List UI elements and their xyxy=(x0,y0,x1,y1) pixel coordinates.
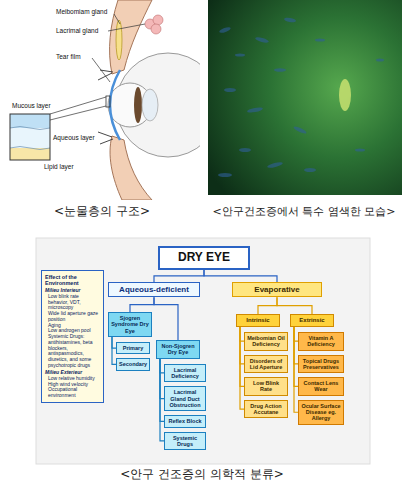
part-label: Mucous layer xyxy=(12,102,51,109)
tree-connector xyxy=(277,297,312,314)
box-heading: Meibomian Oil Deficiency xyxy=(247,335,285,348)
cause-box: Vitamin A Deficiency xyxy=(298,332,344,351)
part-label: Tear film xyxy=(56,53,81,60)
stain-speckles xyxy=(218,17,384,177)
box-heading: Low Blink Rate xyxy=(247,380,285,393)
box-heading: Systemic Drugs xyxy=(167,435,203,448)
cause-box: Drug Action Accutane xyxy=(244,400,288,419)
tear-film-inset xyxy=(10,96,110,160)
upper-eyelid xyxy=(110,0,152,74)
figure-caption: <눈물층의 구조> xyxy=(8,205,196,219)
box-heading: Vitamin A Deficiency xyxy=(301,335,341,348)
cause-box: Systemic Drugs xyxy=(164,432,206,451)
part-label: Aqueous layer xyxy=(53,134,95,141)
root-box: DRY EYE xyxy=(158,246,250,270)
subtype-box: Extrinsic xyxy=(290,314,334,327)
lacrimal-gland xyxy=(145,15,163,34)
box-heading: Drug Action Accutane xyxy=(247,403,285,416)
subtype-box: Intrinsic xyxy=(236,314,280,327)
box-heading: Disorders of Lid Aperture xyxy=(247,358,285,371)
lipid-band xyxy=(10,148,50,160)
box-heading: Sjogren Syndrome Dry Eye xyxy=(111,315,149,334)
cause-box: Lacrimal Gland Duct Obstruction xyxy=(164,386,206,411)
box-heading: Lacrimal Deficiency xyxy=(167,367,203,380)
box-heading: Lacrimal Gland Duct Obstruction xyxy=(167,389,203,408)
part-label: Lacrimal gland xyxy=(56,27,98,34)
iris xyxy=(134,87,142,123)
box-heading: Aqueous-deficient xyxy=(112,285,196,294)
mucous-band xyxy=(10,114,50,128)
tree-connector xyxy=(204,270,277,282)
inset-line xyxy=(50,97,106,114)
subtype-box: Sjogren Syndrome Dry Eye xyxy=(108,312,152,337)
box-text: Wide lid aperture gaze position xyxy=(45,311,100,323)
tear-film xyxy=(110,70,120,140)
tree-connector xyxy=(154,297,178,340)
aqueous-band xyxy=(10,128,50,148)
cause-box: Meibomian Oil Deficiency xyxy=(244,332,288,351)
meibomian-gland xyxy=(116,20,122,60)
cause-box: Disorders of Lid Aperture xyxy=(244,355,288,374)
figure-caption: <안구 건조증의 의학적 분류> xyxy=(30,468,374,482)
cause-box: Low Blink Rate xyxy=(244,377,288,396)
box-text: Occupational environment xyxy=(45,387,100,399)
figure-caption: <안구건조증에서 특수 염색한 모습> xyxy=(206,206,402,219)
cause-box: Lacrimal Deficiency xyxy=(164,364,206,383)
box-heading: Intrinsic xyxy=(239,317,277,324)
leader-lines xyxy=(92,14,145,82)
box-heading: Ocular Surface Disease eg. Allergy xyxy=(301,403,341,422)
cause-box: Topical Drugs Preservatives xyxy=(298,355,344,374)
box-heading: DRY EYE xyxy=(164,251,244,265)
eye-illustration xyxy=(98,0,200,200)
inset-line xyxy=(50,106,106,120)
cause-box: Secondary xyxy=(116,358,150,370)
cause-box: Reflex Block xyxy=(164,415,206,427)
environment-box: Effect of the EnvironmentMilieu Interieu… xyxy=(41,270,104,403)
stained-eye-photo xyxy=(208,0,402,195)
box-heading: Extrinsic xyxy=(293,317,331,324)
lens xyxy=(142,89,158,121)
tree-connector xyxy=(154,270,204,282)
subtype-box: Non-Sjogren Dry Eye xyxy=(156,340,200,359)
box-heading: Evaporative xyxy=(236,285,318,294)
cause-box: Primary xyxy=(116,342,150,354)
tree-connector xyxy=(130,297,154,312)
tree-connector xyxy=(258,297,277,314)
box-heading: Effect of the Environment xyxy=(45,274,100,287)
layer-boundary xyxy=(10,127,50,150)
lower-eyelid xyxy=(110,136,152,200)
category-box: Evaporative xyxy=(232,282,322,297)
box-heading: Non-Sjogren Dry Eye xyxy=(159,343,197,356)
box-heading: Contact Lens Wear xyxy=(301,380,341,393)
cause-box: Ocular Surface Disease eg. Allergy xyxy=(298,400,344,425)
stain-spot xyxy=(339,79,351,111)
inset-frame xyxy=(10,114,50,160)
box-heading: Topical Drugs Preservatives xyxy=(301,358,341,371)
inset-marker xyxy=(106,96,110,107)
eyelashes xyxy=(98,70,113,144)
box-heading: Reflex Block xyxy=(167,418,203,424)
category-box: Aqueous-deficient xyxy=(108,282,200,297)
box-heading: Primary xyxy=(119,345,147,351)
photo-background xyxy=(208,0,402,195)
box-text: Low blink rate behavior, VDT, microscopy xyxy=(45,294,100,311)
box-heading: Secondary xyxy=(119,361,147,367)
chart-panel xyxy=(36,238,370,464)
part-label: Meibomiam gland xyxy=(56,8,107,15)
box-text: Systemic Drugs: antihistamines, beta blo… xyxy=(45,334,100,369)
cause-box: Contact Lens Wear xyxy=(298,377,344,396)
part-label: Lipid layer xyxy=(44,163,74,170)
